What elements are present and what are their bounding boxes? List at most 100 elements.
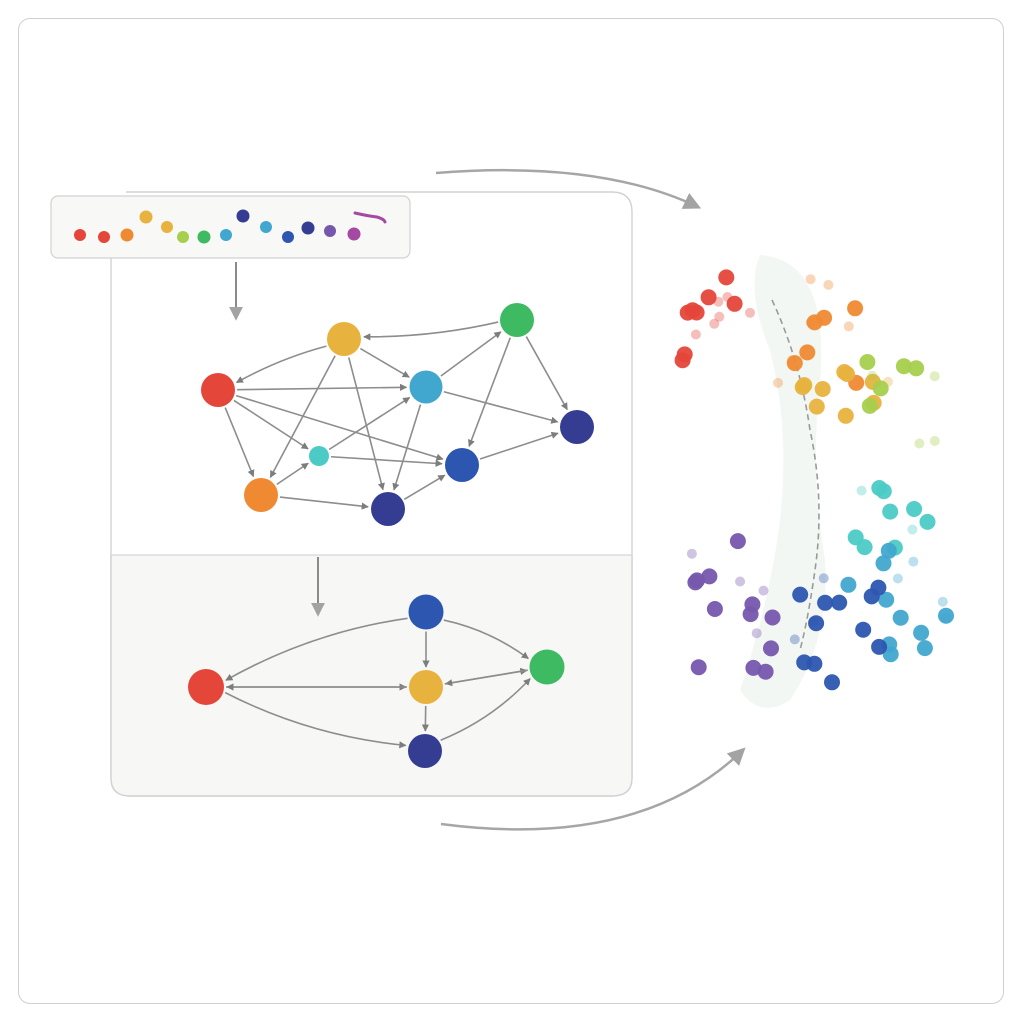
full-graph-node bbox=[309, 446, 329, 466]
embedding-point bbox=[870, 579, 887, 596]
full-graph-edge bbox=[276, 462, 309, 486]
embedding-point bbox=[823, 279, 834, 290]
sequence-token-dot bbox=[324, 225, 336, 237]
embedding-point bbox=[867, 370, 878, 381]
embedding-point bbox=[763, 640, 779, 657]
embedding-point bbox=[824, 674, 840, 691]
embedding-point bbox=[674, 352, 691, 369]
embedding-point bbox=[808, 615, 825, 632]
reduced-graph-edge bbox=[445, 669, 528, 687]
reduced-graph-edges bbox=[224, 617, 531, 749]
full-graph-edge bbox=[235, 345, 327, 384]
embedding-point bbox=[843, 321, 854, 332]
embedding-points bbox=[674, 269, 954, 691]
full-graph-node bbox=[409, 370, 443, 404]
sequence-squiggle bbox=[353, 211, 387, 224]
embedding-point bbox=[880, 542, 897, 559]
reduced-graph-edge bbox=[440, 678, 531, 741]
full-graph-edge bbox=[233, 399, 309, 450]
full-graph-edge bbox=[525, 336, 568, 411]
embedding-point bbox=[706, 601, 723, 617]
embedding-point bbox=[689, 572, 705, 589]
embedding-point bbox=[758, 585, 769, 596]
embedding-point bbox=[714, 311, 725, 322]
embedding-point bbox=[875, 555, 892, 572]
embedding-point bbox=[786, 355, 803, 372]
full-graph-edge bbox=[236, 383, 408, 391]
sequence-token-dot bbox=[161, 221, 173, 233]
sequence-token-dot bbox=[282, 231, 294, 243]
embedding-point bbox=[840, 576, 857, 593]
full-graph-edge bbox=[330, 455, 443, 467]
reduced-graph-node bbox=[529, 649, 565, 685]
embedding-point bbox=[690, 659, 707, 676]
embedding-point bbox=[794, 379, 811, 396]
embedding-point bbox=[684, 302, 701, 319]
embedding-point bbox=[764, 609, 781, 626]
embedding-point bbox=[872, 380, 889, 397]
embedding-point bbox=[757, 663, 774, 680]
embedding-point bbox=[837, 407, 854, 424]
full-graph-edge bbox=[468, 337, 512, 447]
bottom-curve-arrow bbox=[440, 747, 746, 831]
embedding-point bbox=[686, 548, 697, 559]
reduced-graph-node bbox=[408, 594, 444, 630]
embedding-point bbox=[713, 296, 724, 307]
embedding-point bbox=[859, 354, 876, 370]
embedding-point bbox=[906, 501, 923, 517]
embedding-point bbox=[745, 307, 755, 318]
embedding-point bbox=[847, 300, 864, 317]
full-graph-edge bbox=[440, 331, 502, 377]
embedding-point bbox=[818, 573, 829, 584]
embedding-point bbox=[814, 381, 831, 397]
embedding-point bbox=[871, 480, 888, 496]
full-graph-edge bbox=[328, 396, 411, 451]
embedding-point bbox=[839, 366, 855, 382]
reduced-graph-edge bbox=[443, 619, 529, 660]
embedding-point bbox=[709, 318, 720, 329]
embedding-point bbox=[808, 616, 819, 627]
embedding-point bbox=[871, 638, 888, 655]
embedding-point bbox=[745, 659, 762, 676]
sequence-strip bbox=[74, 209, 361, 244]
full-graph-edge bbox=[359, 347, 410, 378]
embedding-point bbox=[806, 314, 823, 331]
embedding-point bbox=[937, 596, 948, 607]
embedding-point bbox=[941, 613, 951, 624]
embedding-point bbox=[751, 628, 762, 639]
embedding-point bbox=[744, 596, 761, 613]
sequence-strip-box bbox=[50, 195, 411, 259]
sequence-token-dot bbox=[347, 227, 361, 241]
embedding-point bbox=[892, 573, 903, 584]
sequence-token-dot bbox=[98, 231, 110, 243]
full-graph-edge bbox=[443, 390, 559, 424]
full-graph-node bbox=[244, 478, 278, 512]
sequence-token-dot bbox=[74, 229, 86, 241]
reduced-graph-edge bbox=[224, 691, 407, 749]
embedding-point bbox=[856, 539, 873, 556]
sequence-token-dot bbox=[220, 229, 232, 241]
sequence-token-dot bbox=[236, 209, 250, 223]
graph-panel bbox=[110, 191, 633, 797]
embedding-point bbox=[831, 594, 848, 611]
reduced-graph-panel-fill bbox=[111, 555, 632, 796]
sequence-token-dot bbox=[197, 230, 211, 244]
sequence-token-dot bbox=[177, 231, 189, 243]
embedding-point bbox=[773, 377, 783, 388]
embedding-point bbox=[908, 556, 919, 567]
embedding-cloud bbox=[674, 255, 954, 708]
panel-outline-lower bbox=[110, 555, 633, 797]
embedding-point bbox=[913, 624, 930, 641]
embedding-point bbox=[805, 317, 816, 328]
embedding-point bbox=[735, 576, 746, 587]
full-graph-node bbox=[500, 303, 534, 337]
reduced-graph-edge bbox=[225, 617, 408, 681]
full-graph-edge bbox=[269, 355, 336, 478]
full-graph-edge bbox=[347, 357, 385, 491]
embedding-point bbox=[805, 274, 816, 285]
full-graph-edge bbox=[279, 496, 369, 510]
embedding-point bbox=[817, 594, 834, 611]
embedding-point bbox=[916, 640, 933, 657]
sequence-token-dot bbox=[301, 221, 315, 235]
